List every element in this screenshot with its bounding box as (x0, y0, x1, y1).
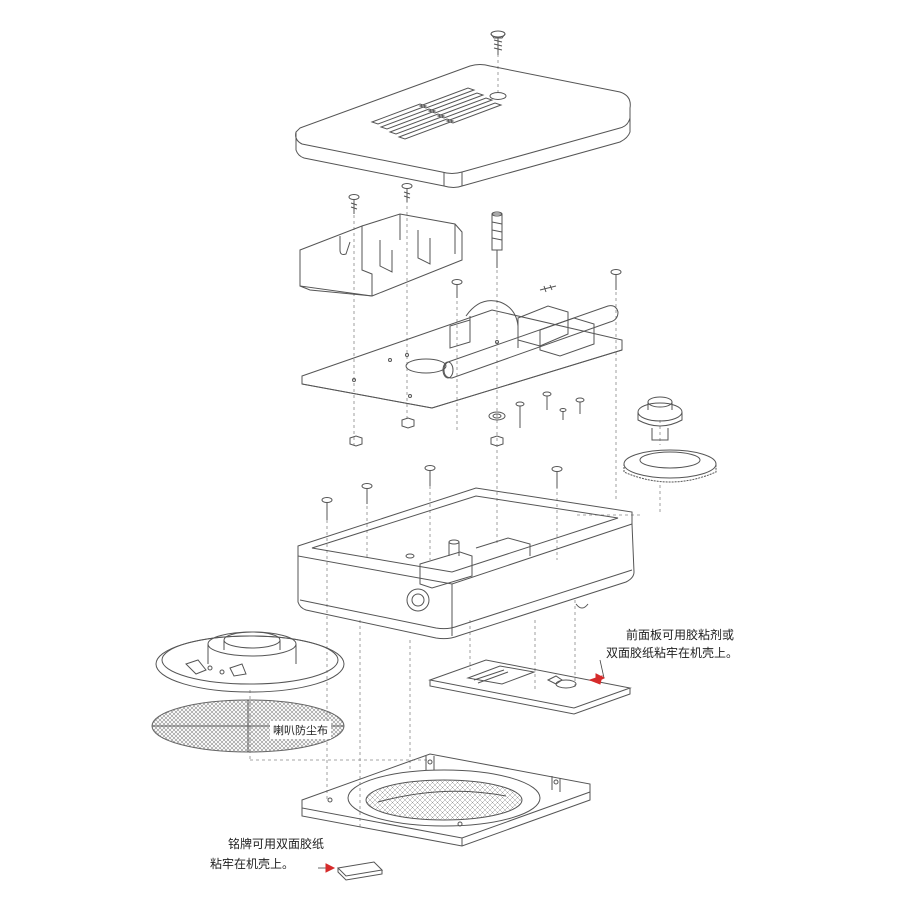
nameplate (336, 861, 384, 881)
small-screws-pcb (515, 391, 585, 428)
nut-1 (349, 435, 363, 447)
nut-2 (401, 417, 415, 429)
front-panel (428, 659, 632, 715)
nameplate-note: 铭牌可用双面胶纸 (228, 836, 324, 853)
case-screw-4 (551, 466, 563, 488)
vent-grille (370, 87, 503, 140)
front-panel-note-line2: 双面胶纸粘牢在机壳上。 (606, 646, 739, 660)
volume-knob (637, 396, 683, 441)
circuit-board (301, 300, 623, 409)
speaker (155, 631, 345, 693)
pcb-screw-1 (451, 279, 463, 298)
front-panel-note: 前面板可用胶粘剂或 (626, 627, 734, 644)
nameplate-note-2: 粘牢在机壳上。 (210, 856, 294, 873)
nameplate-note-line2: 粘牢在机壳上。 (210, 857, 295, 871)
nameplate-note-line1: 铭牌可用双面胶纸 (228, 837, 325, 851)
bottom-cover (301, 753, 591, 847)
case-screw-2 (361, 483, 373, 504)
standoff-spacer (491, 211, 503, 268)
top-cover (295, 64, 631, 188)
bracket-screw-left (348, 194, 360, 214)
speaker-dust-cloth (151, 699, 345, 753)
front-panel-arrow-icon (595, 673, 606, 683)
small-pin (539, 284, 557, 293)
pcb-screw-2 (610, 269, 622, 290)
case-screw-3 (424, 465, 436, 486)
front-panel-note-line1: 前面板可用胶粘剂或 (626, 628, 735, 642)
nameplate-arrow-icon (325, 863, 336, 873)
top-screw (490, 30, 506, 55)
bracket-screw-right (401, 183, 413, 202)
nut-3 (490, 435, 504, 447)
case-screw-1 (321, 497, 333, 520)
battery-bracket (299, 213, 463, 297)
knob-gear-ring (623, 449, 717, 483)
star-washer (488, 411, 506, 421)
front-panel-note-2: 双面胶纸粘牢在机壳上。 (606, 645, 738, 662)
speaker-cloth-label: 喇叭防尘布 (270, 721, 331, 739)
main-case (297, 487, 635, 640)
callout-leaders (318, 659, 605, 869)
